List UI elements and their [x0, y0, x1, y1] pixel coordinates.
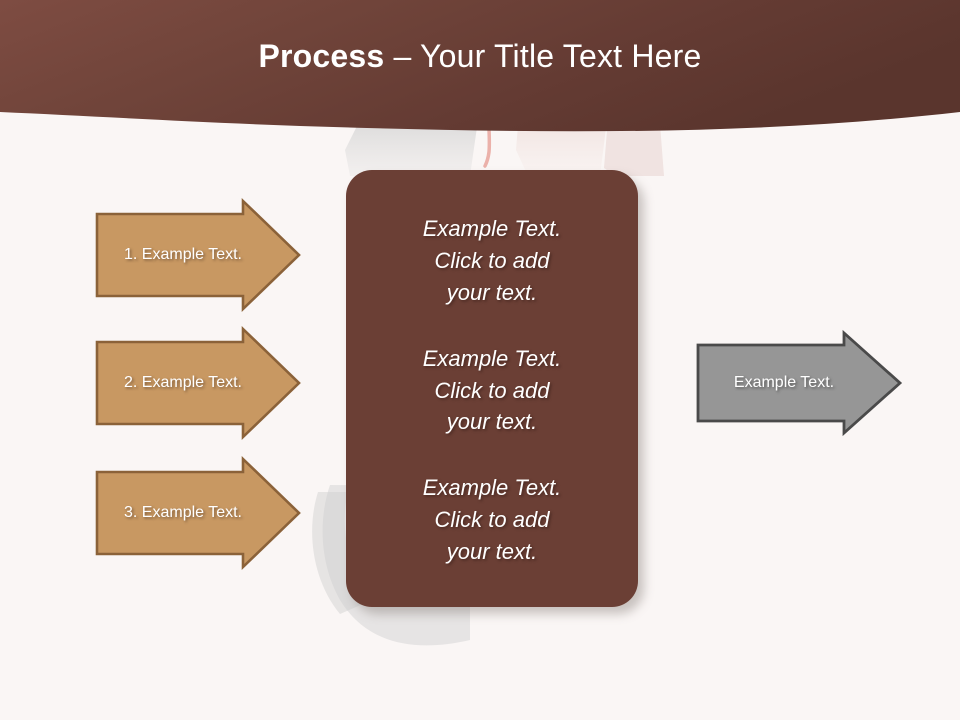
process-arrow-2[interactable]: 2. Example Text. [95, 325, 301, 441]
center-panel[interactable]: Example Text. Click to add your text. Ex… [346, 170, 638, 607]
result-arrow-shape [696, 329, 903, 437]
process-arrow-1-shape [95, 197, 301, 313]
process-arrow-3[interactable]: 3. Example Text. [95, 455, 301, 571]
page-title: Process – Your Title Text Here [0, 0, 960, 112]
process-arrow-2-shape [95, 325, 301, 441]
center-panel-text-3: Example Text. Click to add your text. [422, 475, 562, 565]
header-banner [0, 0, 960, 132]
center-panel-text-2: Example Text. Click to add your text. [422, 345, 562, 435]
process-arrow-1[interactable]: 1. Example Text. [95, 197, 301, 313]
process-arrow-3-shape [95, 455, 301, 571]
result-arrow[interactable]: Example Text. [696, 329, 903, 437]
page-title-regular: – Your Title Text Here [384, 37, 702, 74]
center-panel-text-1: Example Text. Click to add your text. [422, 215, 562, 305]
page-title-bold: Process [258, 37, 385, 74]
